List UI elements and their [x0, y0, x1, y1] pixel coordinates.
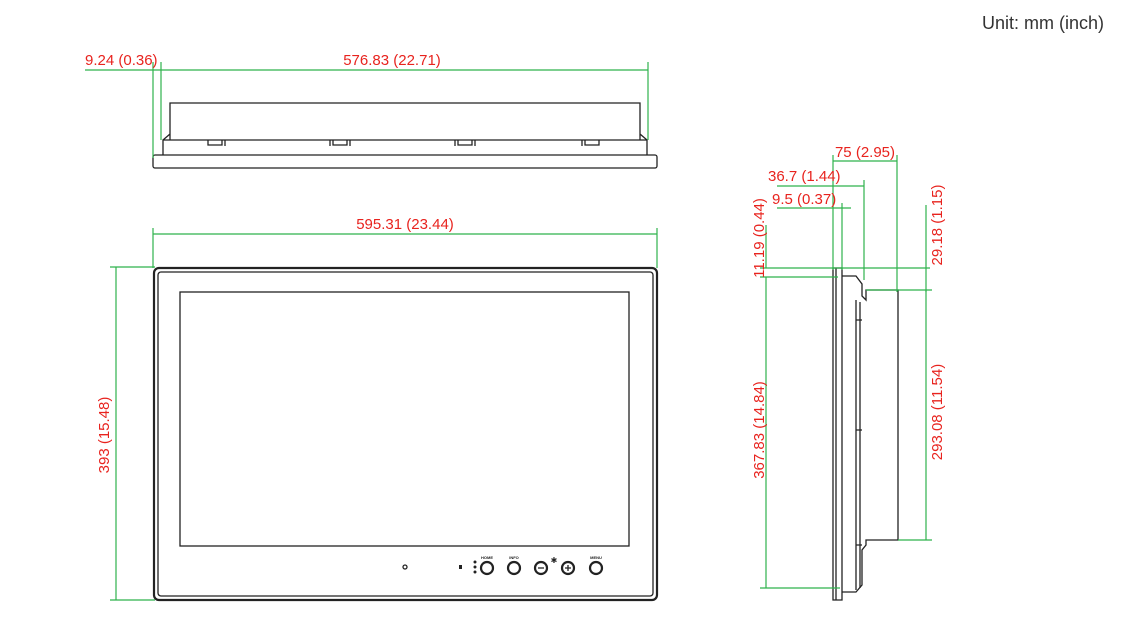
dim-front-height: 393 (15.48) [96, 397, 113, 474]
top-view: 9.24 (0.36) 576.83 (22.71) [85, 52, 658, 169]
dim-body-width: 576.83 (22.71) [343, 52, 441, 69]
brightness-icon: ✱ [551, 556, 558, 565]
home-button[interactable]: HOME [479, 555, 495, 576]
screen-area [179, 291, 630, 547]
svg-text:INFO: INFO [509, 555, 519, 560]
dim-body-height: 367.83 (14.84) [751, 381, 768, 479]
dim-depth-mid: 36.7 (1.44) [768, 168, 841, 185]
dim-depth-total: 75 (2.95) [835, 144, 895, 161]
minus-button[interactable] [533, 560, 549, 576]
unit-label: Unit: mm (inch) [981, 13, 1104, 33]
dim-back-offset: 29.18 (1.15) [929, 185, 946, 266]
plus-button[interactable] [560, 560, 576, 576]
menu-button[interactable]: MENU [588, 555, 604, 576]
info-button[interactable]: INFO [506, 555, 522, 576]
svg-text:MENU: MENU [590, 555, 602, 560]
dim-top-offset: 11.19 (0.44) [751, 198, 768, 278]
dim-back-height: 293.08 (11.54) [929, 364, 946, 460]
dim-front-width: 595.31 (23.44) [356, 216, 454, 233]
side-view: 75 (2.95) 36.7 (1.44) 9.5 (0.37) 11.19 (… [751, 144, 946, 601]
svg-text:HOME: HOME [481, 555, 493, 560]
dim-bezel-offset: 9.24 (0.36) [85, 52, 158, 69]
front-view: HOME INFO ✱ MENU 595.31 (23.44) 393 (15.… [96, 216, 659, 602]
dim-depth-bezel: 9.5 (0.37) [772, 191, 836, 208]
